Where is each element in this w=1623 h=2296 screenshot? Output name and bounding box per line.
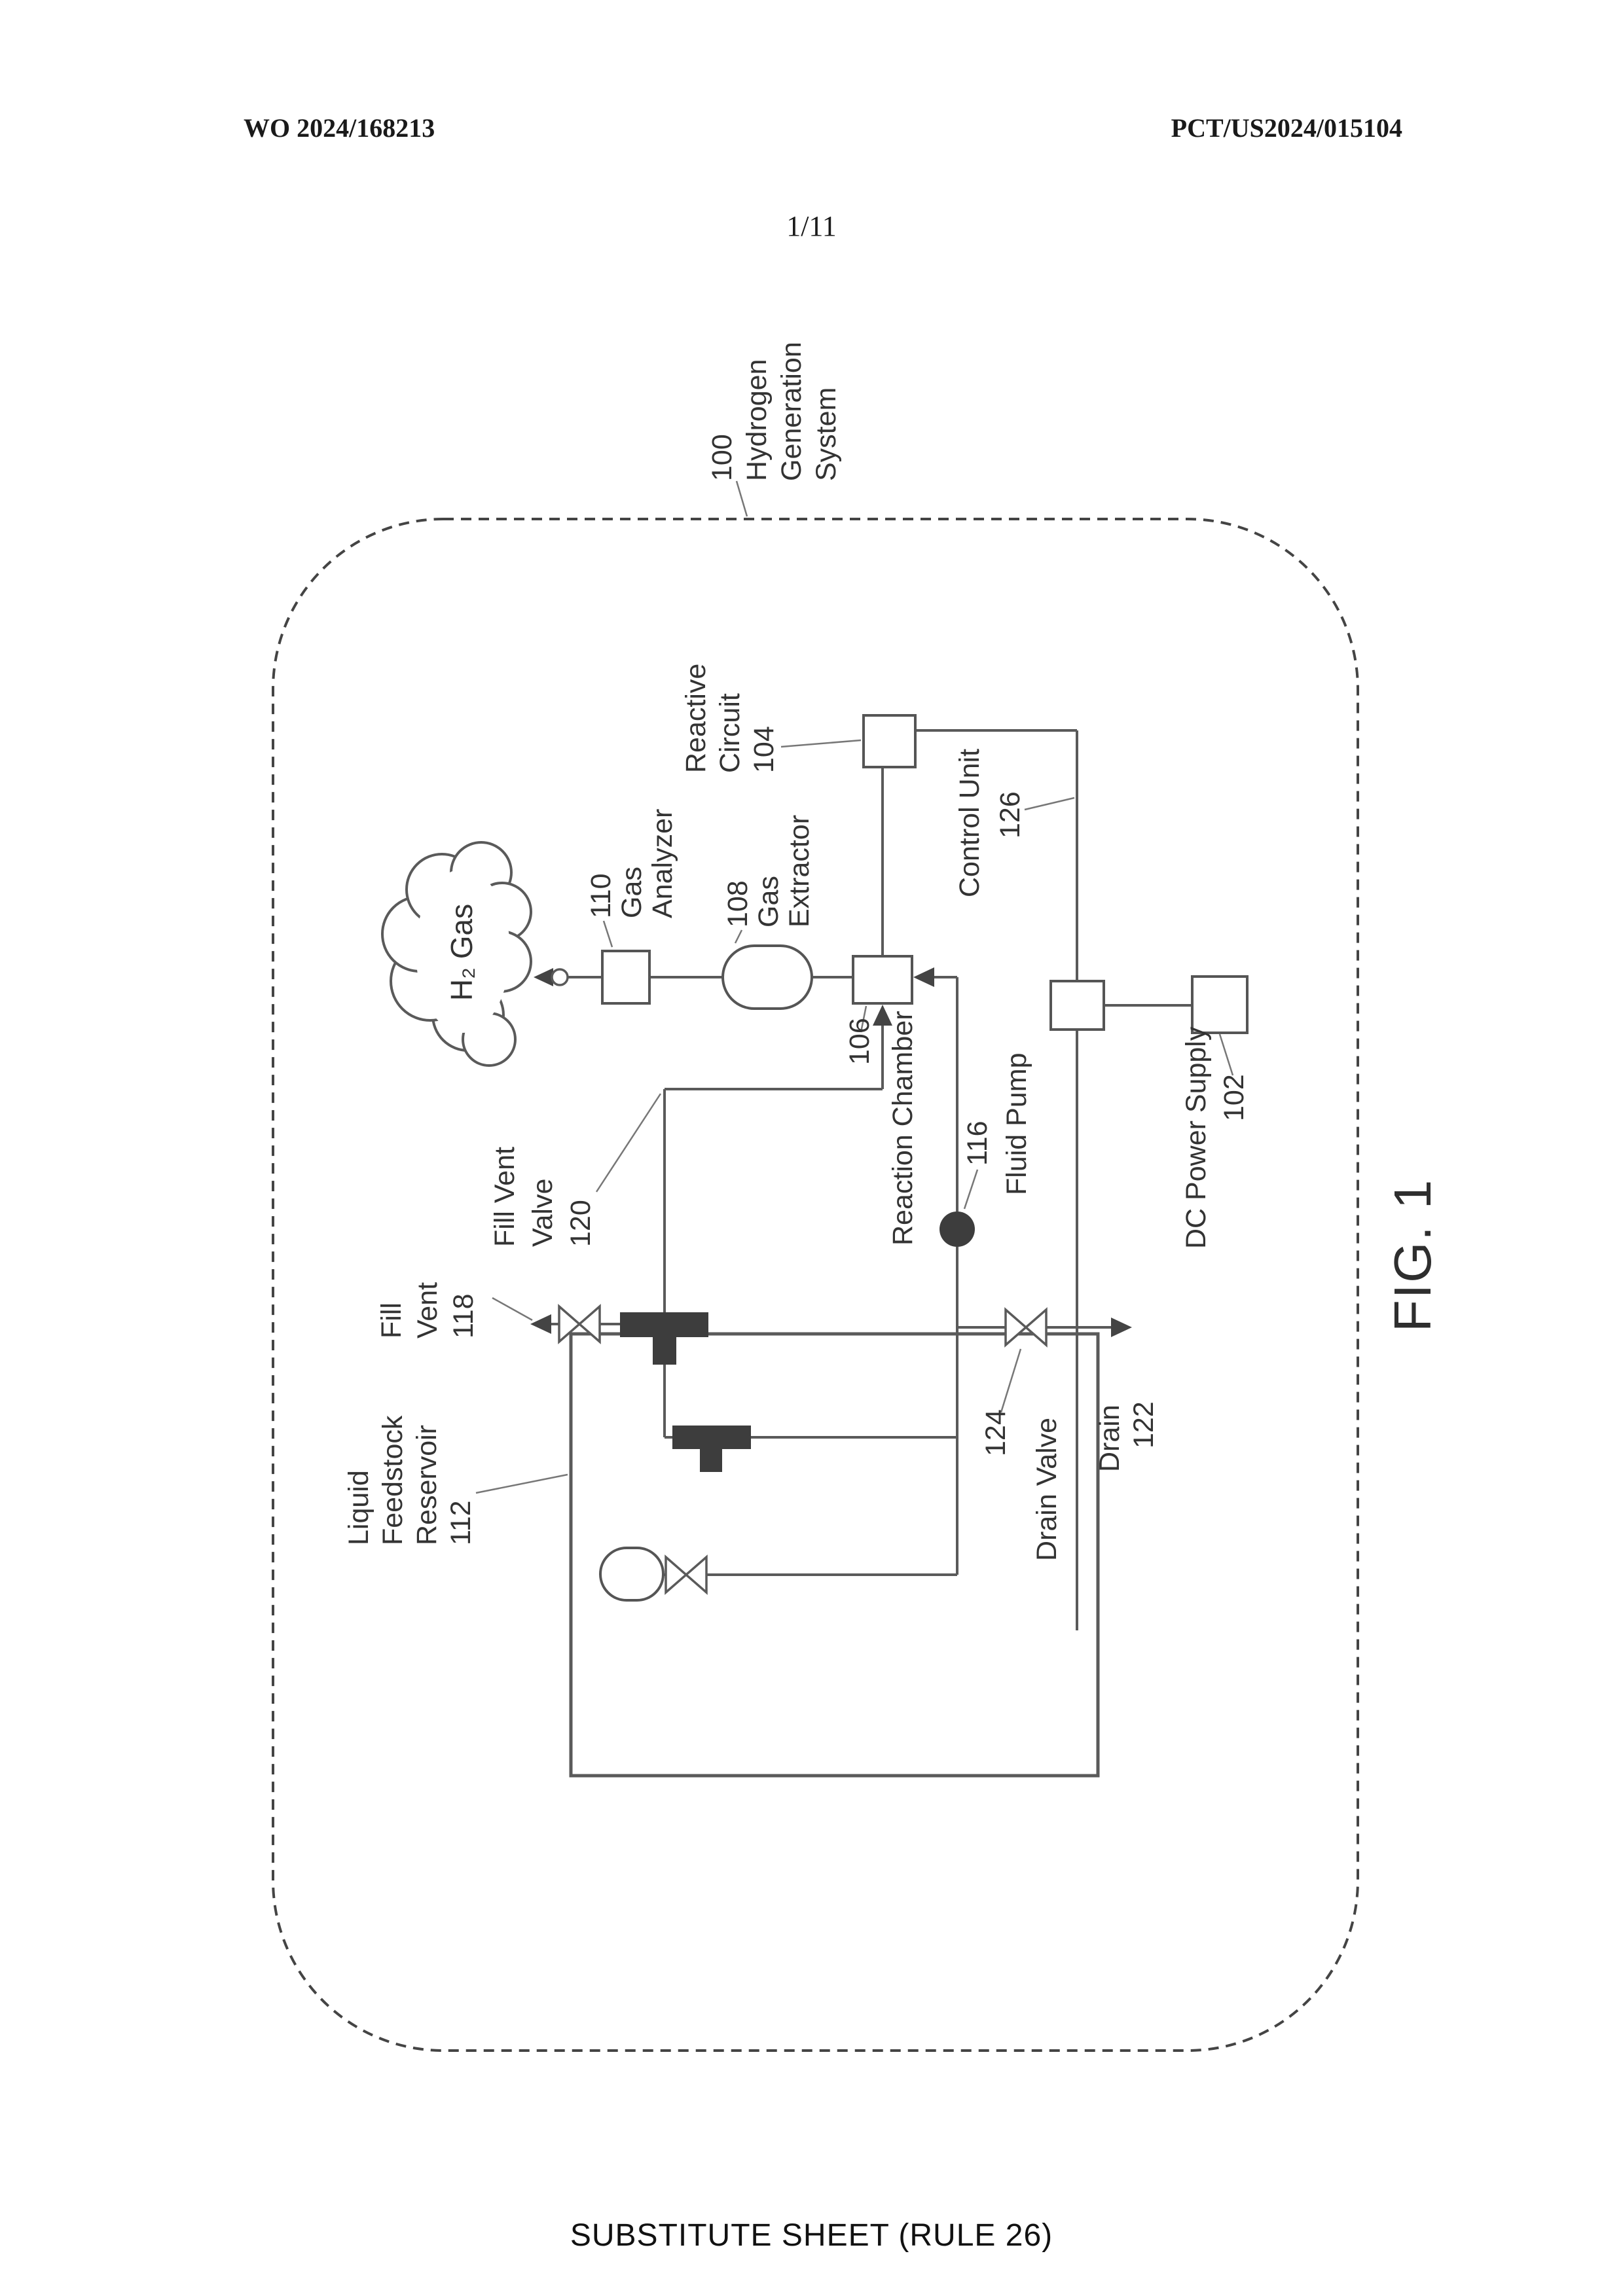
- fill-vent-outlet-arrow: [530, 1314, 551, 1334]
- label-system-line4: System: [811, 387, 842, 481]
- reaction-chamber-box: [852, 955, 913, 1005]
- publication-number: WO 2024/168213: [244, 113, 435, 143]
- label-drain-line1: Drain: [1094, 1405, 1125, 1472]
- drain-valve-symbol: [1004, 1307, 1048, 1348]
- label-fill-vent-valve-line2: Valve: [527, 1179, 558, 1247]
- label-fill-vent-valve-line1: Fill Vent: [489, 1147, 520, 1247]
- fill-tube-fitting-arm: [700, 1449, 722, 1472]
- label-reservoir-line1: Liquid: [343, 1470, 374, 1545]
- label-reactive-circuit-line2: Circuit: [714, 693, 746, 773]
- substitute-sheet-note: SUBSTITUTE SHEET (RULE 26): [570, 2218, 1053, 2253]
- fill-vent-valve-symbol: [558, 1304, 601, 1344]
- liquid-feedstock-reservoir: [569, 1332, 1100, 1778]
- label-dc-power-ref: 102: [1218, 1074, 1250, 1121]
- label-fluid-pump-ref: 116: [962, 1121, 993, 1166]
- reactive-circuit-box: [862, 714, 917, 768]
- application-number: PCT/US2024/015104: [1171, 113, 1402, 143]
- label-reaction-chamber-name: Reaction Chamber: [887, 1011, 919, 1246]
- h2-gas-label: H₂ Gas: [445, 904, 479, 1001]
- label-fill-vent-line1: Fill: [376, 1302, 407, 1338]
- label-control-unit-name: Control Unit: [954, 749, 985, 897]
- reservoir-pickup-capsule: [599, 1547, 665, 1602]
- label-reactive-circuit-ref: 104: [748, 726, 780, 773]
- label-system-line3: Generation: [776, 342, 807, 481]
- label-reactive-circuit-line1: Reactive: [680, 664, 712, 773]
- label-fill-vent-ref: 118: [448, 1293, 479, 1338]
- reference-labels: 100 Hydrogen Generation System Reactive …: [343, 342, 1250, 1561]
- label-dc-power-name: DC Power Supply: [1180, 1026, 1212, 1249]
- fill-line-arrow: [873, 1005, 892, 1026]
- label-gas-extractor-line2: Gas: [753, 876, 784, 927]
- label-reservoir-ref: 112: [445, 1500, 477, 1545]
- label-gas-analyzer-ref: 110: [585, 873, 617, 918]
- label-gas-analyzer-line3: Analyzer: [647, 809, 678, 918]
- label-gas-extractor-ref: 108: [722, 880, 754, 927]
- label-reservoir-line2: Feedstock: [377, 1415, 409, 1545]
- label-system-line2: Hydrogen: [741, 359, 773, 481]
- sheet-page-indicator: 1/11: [786, 210, 837, 242]
- gas-analyzer-box: [601, 950, 651, 1005]
- figure-caption: FIG. 1: [1383, 1179, 1442, 1332]
- gas-extractor-vessel: [721, 944, 813, 1010]
- label-control-unit-ref: 126: [994, 791, 1026, 838]
- outlet-nozzle: [551, 968, 569, 986]
- label-drain-ref: 122: [1128, 1401, 1159, 1448]
- control-unit-box: [1049, 980, 1105, 1031]
- label-fill-vent-line2: Vent: [412, 1282, 443, 1338]
- rotated-schematic: H₂ Gas 100 Hydrogen Gene: [343, 342, 1442, 1778]
- fill-vent-tee-fitting: [620, 1312, 708, 1337]
- fill-tube-fitting: [672, 1426, 751, 1449]
- gas-outlet-arrow: [534, 968, 553, 986]
- fluid-pump-symbol: [939, 1211, 975, 1247]
- label-reservoir-line3: Reservoir: [411, 1425, 443, 1545]
- drain-outlet-arrow: [1111, 1318, 1132, 1337]
- h2-gas-cloud: H₂ Gas: [381, 841, 532, 1067]
- system-boundary-dashed-box: [272, 518, 1359, 2052]
- reservoir-valve-symbol: [665, 1554, 708, 1595]
- label-drain-valve-ref: 124: [980, 1409, 1012, 1456]
- label-gas-analyzer-line2: Gas: [616, 867, 647, 918]
- label-system-ref: 100: [706, 434, 738, 481]
- label-fluid-pump-name: Fluid Pump: [1001, 1053, 1032, 1195]
- dc-power-supply-box: [1191, 975, 1249, 1034]
- label-reaction-chamber-ref: 106: [844, 1018, 875, 1065]
- leader-lines: [475, 480, 1234, 1494]
- label-gas-extractor-line3: Extractor: [784, 815, 815, 927]
- label-fill-vent-valve-ref: 120: [565, 1200, 596, 1247]
- label-drain-valve-name: Drain Valve: [1031, 1418, 1063, 1561]
- fill-vent-tee-arm: [653, 1334, 676, 1365]
- pump-to-chamber-arrow: [913, 967, 934, 987]
